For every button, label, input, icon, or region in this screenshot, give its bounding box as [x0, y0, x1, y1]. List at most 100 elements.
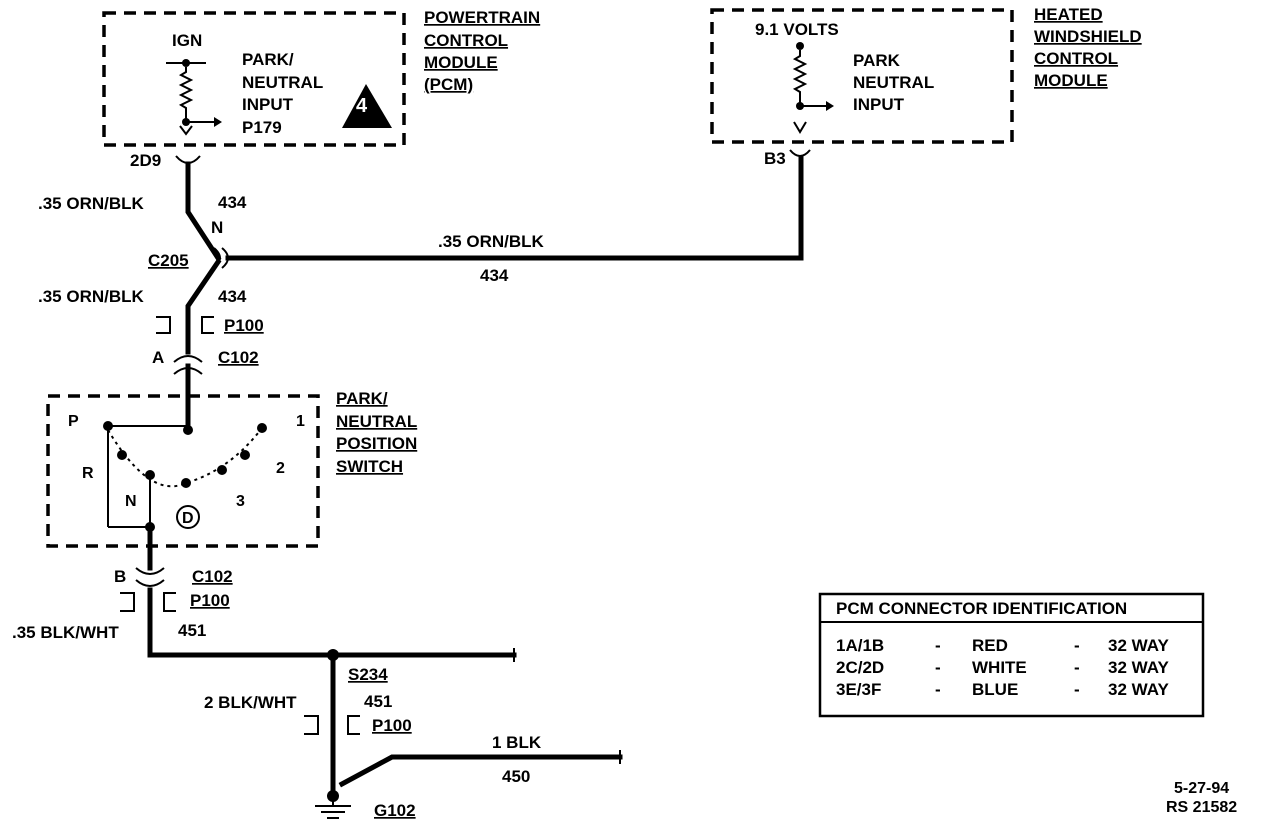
table-row-3-dash1: - — [935, 680, 941, 699]
wire2-gauge: .35 ORN/BLK — [438, 232, 545, 251]
table-title: PCM CONNECTOR IDENTIFICATION — [836, 599, 1127, 618]
p100-b-bracket-right — [163, 592, 176, 612]
switch-label-1: 1 — [296, 413, 305, 430]
table-row-2-dash1: - — [935, 658, 941, 677]
switch-internals — [103, 421, 267, 532]
hwcm-resistor — [792, 50, 808, 106]
switch-title-line-1: PARK/ — [336, 389, 388, 408]
hwcm-title: HEATED WINDSHIELD CONTROL MODULE — [1034, 5, 1142, 90]
hwcm-title-line-2: WINDSHIELD — [1034, 27, 1142, 46]
wire5-gauge: 2 BLK/WHT — [204, 693, 297, 712]
pcm-title-line-2: CONTROL — [424, 31, 508, 50]
switch-label-2: 2 — [276, 460, 285, 477]
wire-c205-to-c102 — [185, 258, 222, 355]
table-row-1-id: 1A/1B — [836, 636, 884, 655]
hwcm-input-line-1: PARK — [853, 51, 901, 70]
pcm-resistor — [178, 67, 194, 122]
c102-a-label: C102 — [218, 348, 259, 367]
wire-hwcm-to-c205 — [225, 155, 804, 261]
switch-label-p: P — [68, 413, 79, 430]
pcm-input-line-1: PARK/ — [242, 50, 294, 69]
wire-pcm-to-c205 — [185, 161, 222, 262]
c205-connector — [221, 247, 229, 269]
pcm-title-line-3: MODULE — [424, 53, 498, 72]
switch-contact-p — [103, 421, 113, 431]
pcm-connector-table: PCM CONNECTOR IDENTIFICATION 1A/1B - RED… — [818, 592, 1205, 718]
switch-contact-common — [183, 425, 193, 435]
table-row-2-id: 2C/2D — [836, 658, 884, 677]
switch-title-line-4: SWITCH — [336, 457, 403, 476]
pcm-input-line-4: P179 — [242, 118, 282, 137]
splice-s234-label: S234 — [348, 665, 388, 684]
hwcm-box — [710, 8, 1014, 144]
switch-label-n: N — [125, 493, 137, 510]
wire1-circuit: 434 — [218, 193, 247, 212]
hwcm-input-line-3: INPUT — [853, 95, 905, 114]
switch-label-r: R — [82, 465, 94, 482]
switch-contact-2 — [240, 450, 250, 460]
hwcm-pin-label: B3 — [764, 149, 786, 168]
pcm-pin-chevron — [179, 125, 193, 136]
switch-arc — [107, 427, 263, 488]
table-row-3-dash2: - — [1074, 680, 1080, 699]
table-row-1-dash2: - — [1074, 636, 1080, 655]
pcm-input-line-3: INPUT — [242, 95, 294, 114]
switch-contact-d — [181, 478, 191, 488]
pcm-ign-node — [182, 59, 190, 67]
table-row-3-color: BLUE — [972, 680, 1018, 699]
switch-title-line-3: POSITION — [336, 434, 417, 453]
p100-c-label: P100 — [372, 716, 412, 735]
table-row-2-dash2: - — [1074, 658, 1080, 677]
switch-box — [46, 394, 320, 548]
ground-label: G102 — [374, 801, 416, 820]
pcm-title-line-1: POWERTRAIN — [424, 8, 540, 27]
switch-label-3: 3 — [236, 493, 245, 510]
wire4-circuit: 451 — [178, 621, 206, 640]
hwcm-pin-chevron — [793, 121, 807, 134]
hwcm-volts-node — [796, 42, 804, 50]
c102-b-top — [135, 567, 165, 575]
table-row-1-color: RED — [972, 636, 1008, 655]
switch-title: PARK/ NEUTRAL POSITION SWITCH — [336, 389, 417, 476]
p100-c-bracket-right — [347, 715, 360, 735]
c102-a-top — [173, 355, 203, 363]
table-row-1-ways: 32 WAY — [1108, 636, 1169, 655]
pcm-ign-label: IGN — [172, 31, 202, 50]
switch-label-d: D — [182, 510, 194, 527]
c102-b-bottom — [135, 579, 165, 587]
hwcm-input-label: PARK NEUTRAL INPUT — [853, 51, 934, 114]
p100-b-bracket-left — [120, 592, 135, 612]
c102-b-label: C102 — [192, 567, 233, 586]
c102-b-pin: B — [114, 567, 126, 586]
table-row-2-ways: 32 WAY — [1108, 658, 1169, 677]
p100-b-label: P100 — [190, 591, 230, 610]
splice-s234-dot — [327, 649, 339, 661]
p100-a-label: P100 — [224, 316, 264, 335]
footer-ref: RS 21582 — [1166, 799, 1237, 816]
p100-c-bracket-left — [304, 715, 319, 735]
wire1-pin-n: N — [211, 218, 223, 237]
hwcm-input-arrow-head — [826, 101, 834, 111]
pcm-title: POWERTRAIN CONTROL MODULE (PCM) — [424, 8, 540, 94]
wire3-circuit: 434 — [218, 287, 247, 306]
c205-connector-inner — [213, 247, 221, 269]
hwcm-input-line-2: NEUTRAL — [853, 73, 934, 92]
esd-warning-number: 4 — [356, 95, 368, 117]
hwcm-volts-label: 9.1 VOLTS — [755, 20, 839, 39]
switch-d-circle — [176, 505, 200, 529]
c102-a-pin: A — [152, 348, 164, 367]
wire6-circuit: 450 — [502, 767, 530, 786]
wire5-circuit: 451 — [364, 692, 392, 711]
p100-a-bracket-right — [201, 316, 214, 334]
wire2-circuit: 434 — [480, 266, 509, 285]
table-border — [818, 592, 1205, 718]
table-row-2-color: WHITE — [972, 658, 1027, 677]
pcm-input-label: PARK/ NEUTRAL INPUT P179 — [242, 50, 323, 137]
switch-contact-r — [117, 450, 127, 460]
table-row-3-id: 3E/3F — [836, 680, 881, 699]
switch-position-labels: P R N D 1 2 3 — [68, 413, 305, 527]
wire3-gauge: .35 ORN/BLK — [38, 287, 145, 306]
footer-date: 5-27-94 — [1174, 780, 1229, 797]
wire1-gauge: .35 ORN/BLK — [38, 194, 145, 213]
